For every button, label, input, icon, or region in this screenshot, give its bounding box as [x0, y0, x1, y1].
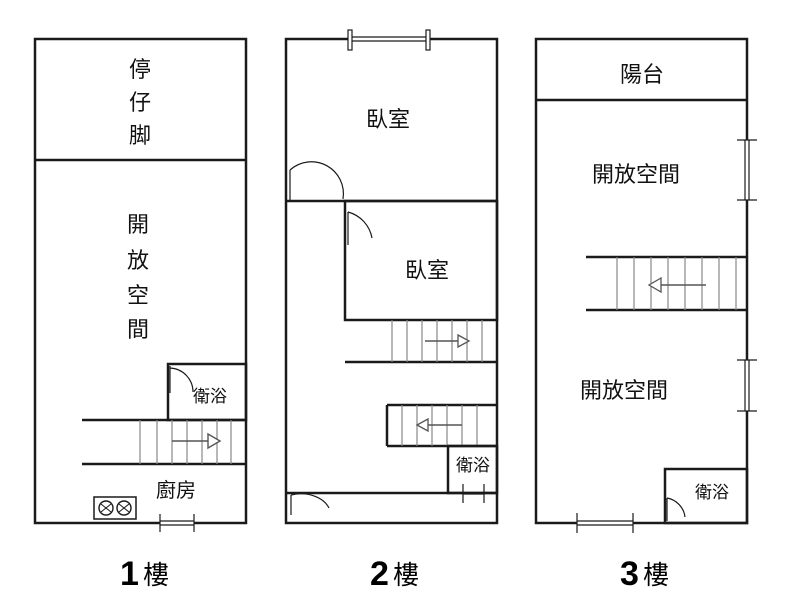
floor-3-window-bottom: [576, 513, 634, 533]
floor-1-parking-char-2: 仔: [129, 91, 151, 116]
floor-2-bedroom-2-label: 臥室: [405, 259, 449, 284]
floor-3-window-lower: [737, 359, 757, 412]
floor-label-2: 2 樓: [370, 555, 419, 593]
floor-1-outline: [33, 37, 248, 525]
floor-3-stairs: [586, 255, 747, 312]
floor-label-3: 3 樓: [620, 555, 669, 593]
floor-label-1-suffix: 樓: [143, 561, 169, 591]
floor-3-bathroom-label: 衛浴: [695, 483, 729, 503]
floor-3-bathroom-door: [666, 497, 686, 521]
floor-3-open-space-lower-label: 開放空間: [580, 379, 668, 404]
floor-3-bathroom: [663, 467, 749, 525]
floor-2-stairs-upper: [345, 320, 497, 364]
floor-2-bedroom-1-door: [289, 161, 345, 201]
floor-2-stair-arrow-down: [415, 417, 429, 433]
floor-label-1-number: 1: [120, 555, 139, 593]
floor-1-parking-char-3: 脚: [129, 124, 151, 149]
floor-1-open-space-char-3: 空: [127, 284, 149, 309]
stove-icon: [93, 496, 137, 520]
floor-3-stair-arrow: [647, 276, 662, 294]
floor-2-window: [347, 29, 431, 51]
floor-3-outline: [534, 37, 749, 525]
floor-1-open-space-char-1: 開: [127, 213, 149, 238]
floor-label-3-number: 3: [620, 555, 639, 593]
floor-1-bathroom-door: [169, 366, 194, 393]
floor-3-balcony-label: 陽台: [620, 63, 664, 88]
floor-2-bathroom-label: 衛浴: [456, 456, 490, 476]
floor-label-3-suffix: 樓: [643, 561, 669, 591]
floor-2: 臥室 臥室: [284, 29, 499, 525]
floor-3-window-upper: [737, 139, 757, 201]
floor-2-bedroom-2: [343, 199, 499, 322]
floor-label-2-suffix: 樓: [393, 561, 419, 591]
floor-2-stair-arrow-up: [457, 333, 471, 349]
floor-label-1: 1 樓: [120, 555, 169, 593]
floor-2-bedroom-2-door: [347, 211, 373, 245]
floor-1-bathroom-label: 衛浴: [193, 387, 227, 407]
floor-3: 陽台 開放空間 開放空間: [534, 37, 757, 533]
floor-2-bedroom-1-label: 臥室: [366, 108, 410, 133]
floor-1-stair-arrow: [207, 432, 222, 450]
floor-2-stairs-lower: [385, 403, 497, 448]
floor-1-window: [159, 514, 195, 532]
floor-1-open-space-char-4: 間: [127, 318, 149, 343]
floor-2-entry-door: [290, 493, 330, 515]
floor-1-open-space-char-2: 放: [127, 249, 149, 274]
floor-1: 停 仔 脚 開 放 空 間 衛浴 廚房: [33, 37, 248, 532]
floor-1-parking-char-1: 停: [129, 58, 151, 83]
floor-1-stairs: [82, 418, 246, 466]
floor-label-2-number: 2: [370, 555, 389, 593]
floor-1-kitchen-label: 廚房: [156, 478, 196, 502]
floor-3-open-space-upper-label: 開放空間: [592, 163, 680, 188]
